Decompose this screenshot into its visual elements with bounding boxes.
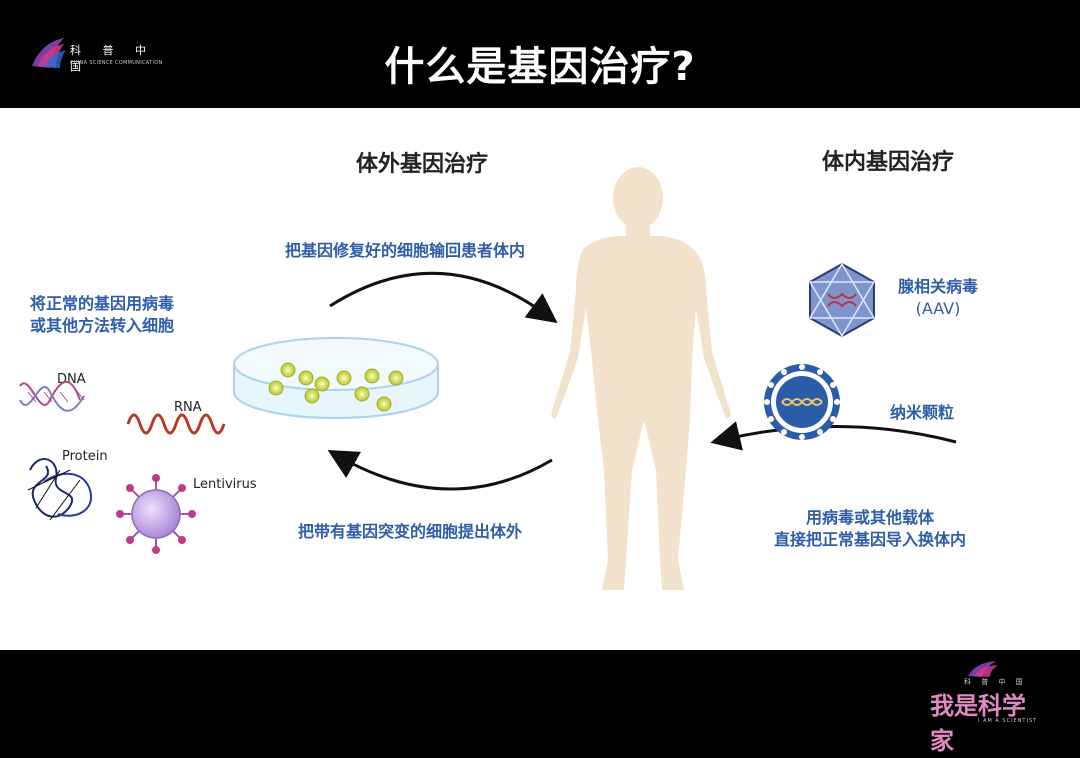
footer-bar <box>0 650 1080 758</box>
bottom-arrow-label: 把带有基因突变的细胞提出体外 <box>298 522 523 541</box>
left-note-line1: 将正常的基因用病毒 <box>30 294 175 313</box>
dna-icon <box>19 380 85 412</box>
rna-icon <box>126 413 226 435</box>
kepu-footer-logo-icon <box>968 661 998 677</box>
i-am-a-scientist-logo: 科 普 中 国 我是科学家 I AM A SCIENTIST <box>926 660 1046 755</box>
in-vivo-heading: 体内基因治疗 <box>822 150 955 175</box>
nanoparticle-icon <box>764 364 840 440</box>
nanoparticle-label: 纳米颗粒 <box>890 403 955 422</box>
bottom-curved-arrow <box>327 450 553 491</box>
aav-icon <box>808 262 876 338</box>
top-arrow-label: 把基因修复好的细胞输回患者体内 <box>285 241 526 260</box>
kepu-logo-icon <box>32 38 66 68</box>
right-note-line2: 直接把正常基因导入换体内 <box>773 530 966 549</box>
aav-label-line2: (AAV) <box>915 299 961 318</box>
kepu-china-logo: 科 普 中 国 CHINA SCIENCE COMMUNICATION <box>30 36 170 73</box>
lentivirus-icon <box>116 474 196 554</box>
left-note-line2: 或其他方法转入细胞 <box>30 316 175 335</box>
lentivirus-label: Lentivirus <box>193 477 257 492</box>
header-bar <box>0 0 1080 108</box>
ex-vivo-heading: 体外基因治疗 <box>356 152 489 177</box>
petri-dish-icon <box>233 337 439 419</box>
footer-logo-small-text: 科 普 中 国 <box>964 678 1027 686</box>
aav-label-line1: 腺相关病毒 <box>897 277 978 296</box>
diagram-panel <box>0 108 1080 650</box>
footer-logo-main-text: 我是科学家 <box>930 692 1026 755</box>
human-body-icon <box>551 167 731 590</box>
page-title: 什么是基因治疗? <box>384 44 696 90</box>
protein-icon <box>27 458 93 521</box>
protein-label: Protein <box>62 449 108 464</box>
right-note-line1: 用病毒或其他载体 <box>805 508 934 527</box>
right-curved-arrow <box>710 421 957 451</box>
top-curved-arrow <box>329 271 558 324</box>
rna-label: RNA <box>174 400 202 415</box>
footer-logo-en-text: I AM A SCIENTIST <box>978 718 1038 724</box>
kepu-logo-subtext: CHINA SCIENCE COMMUNICATION <box>70 60 163 66</box>
kepu-logo-text: 科 普 中 国 <box>70 44 155 73</box>
